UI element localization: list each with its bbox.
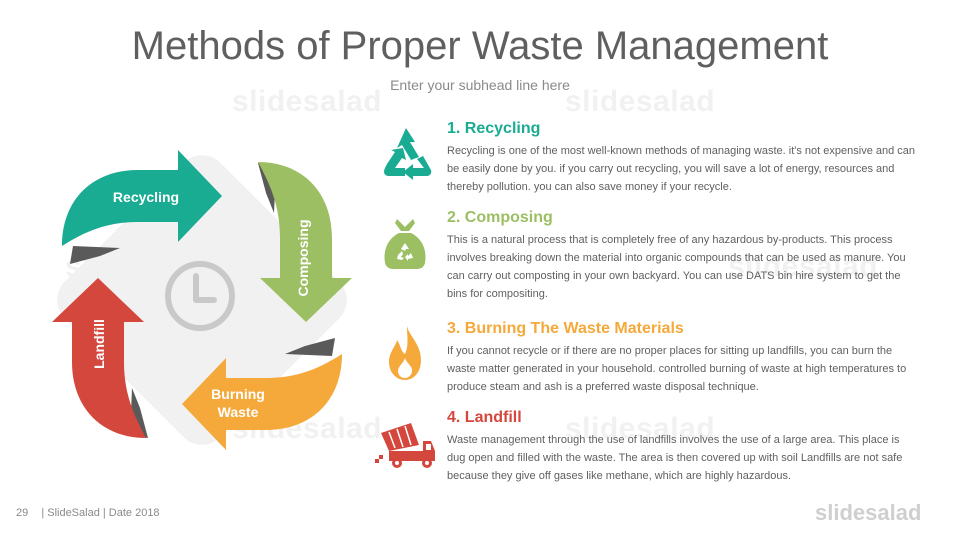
page-number: 29	[16, 507, 29, 519]
footer: 29 | SlideSalad | Date 2018	[16, 507, 160, 519]
compost-bag-icon	[384, 219, 426, 269]
item-text: This is a natural process that is comple…	[447, 234, 906, 300]
recycling-label: Recycling	[113, 189, 179, 205]
item-heading: 4. Landfill	[447, 409, 522, 426]
item-text: Waste management through the use of land…	[447, 434, 903, 482]
landfill-arrow	[52, 278, 146, 438]
recycle-icon	[384, 128, 432, 180]
clock-icon	[165, 261, 235, 331]
flame-icon	[389, 326, 421, 380]
composing-arrow	[258, 162, 352, 322]
dump-truck-icon	[375, 423, 435, 468]
landfill-label: Landfill	[91, 319, 107, 369]
page-subtitle: Enter your subhead line here	[390, 77, 570, 93]
brand-logo: slidesalad	[815, 500, 922, 525]
footer-text: | SlideSalad | Date 2018	[41, 507, 160, 519]
waste-cycle-diagram: Recycling Composing Burning Waste Landfi…	[52, 150, 352, 450]
watermark: slidesalad	[565, 85, 716, 118]
item-text: Recycling is one of the most well-known …	[447, 145, 916, 193]
watermark: slidesalad	[565, 412, 716, 445]
fold-shadow	[70, 246, 120, 264]
item-heading: 3. Burning The Waste Materials	[447, 320, 684, 337]
composing-label: Composing	[295, 220, 311, 297]
watermark: slidesalad	[232, 85, 383, 118]
watermark: slidesalad	[728, 250, 879, 283]
item-heading: 2. Composing	[447, 209, 553, 226]
page-title: Methods of Proper Waste Management	[131, 24, 829, 68]
item-heading: 1. Recycling	[447, 120, 541, 137]
burning-arrow	[182, 354, 342, 450]
item-text: If you cannot recycle or if there are no…	[447, 345, 907, 393]
fold-shadow	[285, 338, 335, 356]
waste-label: Waste	[218, 404, 259, 420]
recycling-arrow	[62, 150, 222, 246]
burning-label: Burning	[211, 386, 265, 402]
